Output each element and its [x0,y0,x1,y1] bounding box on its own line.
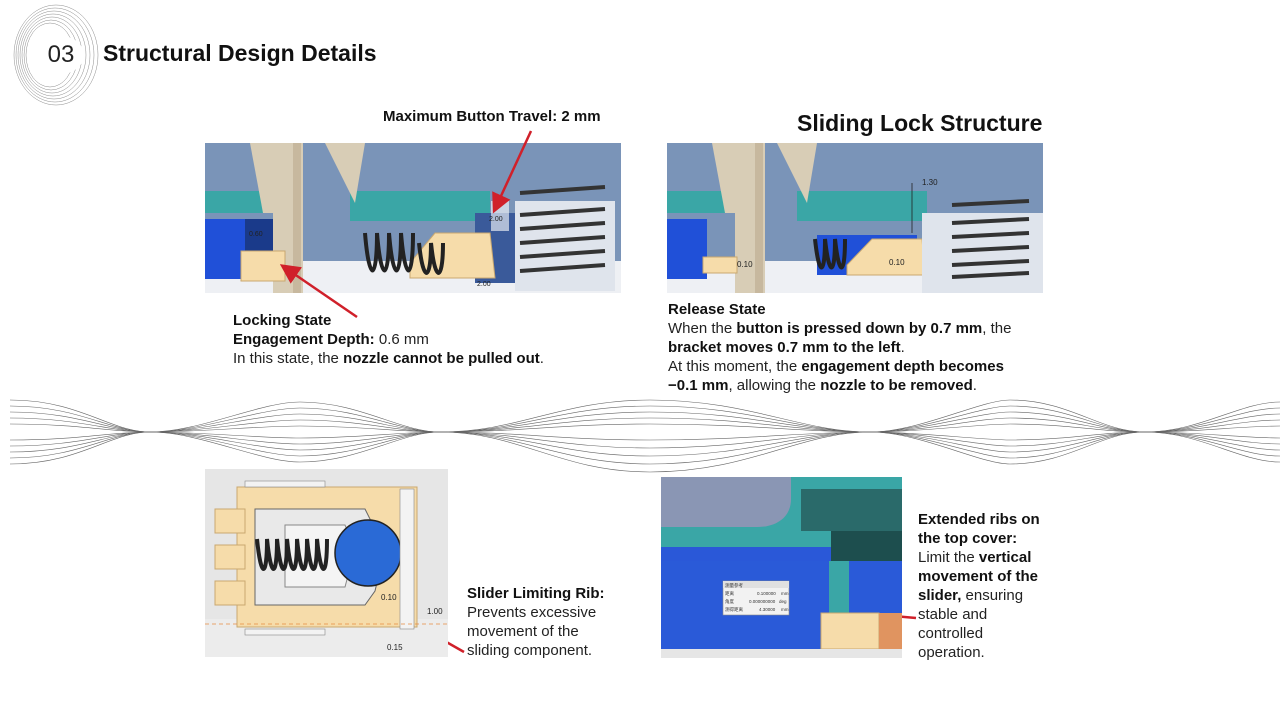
locking-title: Locking State [233,312,332,329]
text-run: nozzle to be removed [820,377,973,394]
text-run: slider, [918,587,962,604]
dim-label: 2.00 [489,216,503,223]
panel-row-label: 角度 [725,598,734,605]
release-state-image: 1.30 0.10 0.10 [667,143,1043,293]
text-run: engagement depth becomes [801,358,1004,375]
dim-label: 1.00 [427,607,443,616]
panel-row-value: 4.30000 [759,607,776,612]
text-line: sliding component. [467,642,593,659]
text-run: . [972,377,977,394]
dim-label: 0.10 [381,593,397,602]
panel-row-unit: mm [781,607,789,612]
dim-label: 0.15 [387,643,403,652]
slider-rib-title: Slider Limiting Rib: [467,585,605,602]
text-run: In this state, the [233,350,344,367]
text-run: movement of the [918,568,1039,585]
arrow-locking [279,264,358,319]
text-run: At this moment, the [668,358,802,375]
slider-rib-image: 0.10 1.00 0.15 [205,469,448,657]
text-run: vertical [978,549,1032,566]
text-run: . [900,339,905,356]
arrow-travel [492,130,533,214]
dim-label: 0.10 [737,260,753,269]
ribs-title: Extended ribs on [918,511,1040,528]
section-number-badge: 03 [38,36,84,74]
release-title: Release State [668,301,766,318]
dim-label: 1.30 [922,178,938,187]
text-run: , the [982,320,1012,337]
wave-divider [9,399,1280,473]
section-title: Sliding Lock Structure [797,110,1043,136]
page-title: Structural Design Details [103,40,377,66]
dim-label: 2.00 [477,281,491,288]
text-run: When the [668,320,737,337]
slider-rib-text: Slider Limiting Rib: Prevents excessive … [467,584,605,660]
text-line: operation. [918,644,985,661]
text-run: , allowing the [728,377,821,394]
measurement-panel: 测量参考 距离 0.100000 mm 角度 0.000000000 deg 测… [722,580,790,616]
text-run: nozzle cannot be pulled out [343,350,540,367]
text-line: controlled [918,625,984,642]
release-state-text: Release State When the button is pressed… [668,300,1011,395]
panel-row-label: 距离 [725,590,734,597]
text-run: bracket moves 0.7 mm to the left [668,339,901,356]
panel-header: 测量参考 [725,582,743,589]
travel-callout: Maximum Button Travel: 2 mm [383,108,601,125]
dim-label: 0.60 [249,231,263,238]
top-cover-ribs-image: 测量参考 距离 0.100000 mm 角度 0.000000000 deg 测… [661,477,902,658]
text-run: . [539,350,544,367]
locking-state-image: 0.60 2.00 2.00 [205,143,621,293]
text-run: ensuring [961,587,1024,604]
text-run: −0.1 mm [668,377,729,394]
text-line: stable and [918,606,988,623]
panel-row-value: 0.100000 [757,591,776,596]
text-line: Prevents excessive [467,604,597,621]
locking-state-text: Locking State Engagement Depth: 0.6 mm I… [233,311,544,368]
depth-label: Engagement Depth: [233,331,375,348]
panel-row-unit: mm [781,591,789,596]
text-run: Limit the [918,549,979,566]
depth-value: 0.6 mm [374,331,429,348]
panel-row-label: 测得距离 [725,606,743,613]
text-line: movement of the [467,623,579,640]
panel-row-unit: deg [779,599,787,604]
panel-row-value: 0.000000000 [749,599,776,604]
text-run: button is pressed down by 0.7 mm [736,320,983,337]
top-cover-ribs-text: Extended ribs on the top cover: Limit th… [918,510,1040,662]
ribs-title: the top cover: [918,530,1018,547]
dim-label: 0.10 [889,258,905,267]
